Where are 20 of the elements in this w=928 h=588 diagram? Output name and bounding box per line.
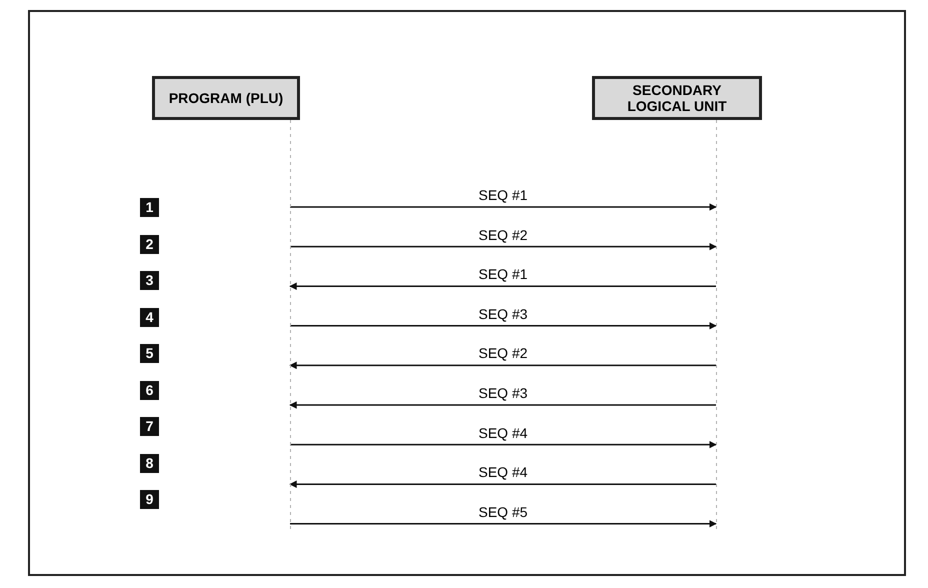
message-arrow — [289, 401, 716, 409]
step-number: 7 — [140, 417, 159, 436]
entity-box: PROGRAM (PLU) — [152, 76, 300, 120]
step-number: 6 — [140, 380, 159, 400]
step-number: 1 — [140, 198, 159, 217]
step-number: 4 — [140, 308, 159, 326]
message-arrow — [290, 322, 717, 330]
message-arrow — [289, 362, 716, 370]
step-number: 9 — [140, 490, 159, 509]
step-number: 2 — [140, 234, 159, 254]
message-arrow — [290, 242, 717, 250]
message-arrow — [290, 203, 717, 211]
entity-box: SECONDARY LOGICAL UNIT — [592, 76, 762, 120]
message-arrow — [289, 282, 716, 290]
message-arrow — [290, 440, 717, 448]
message-arrow — [290, 520, 717, 528]
step-number: 5 — [140, 344, 159, 363]
message-arrow — [289, 480, 716, 488]
step-number: 8 — [140, 454, 159, 472]
step-number: 3 — [140, 271, 159, 290]
